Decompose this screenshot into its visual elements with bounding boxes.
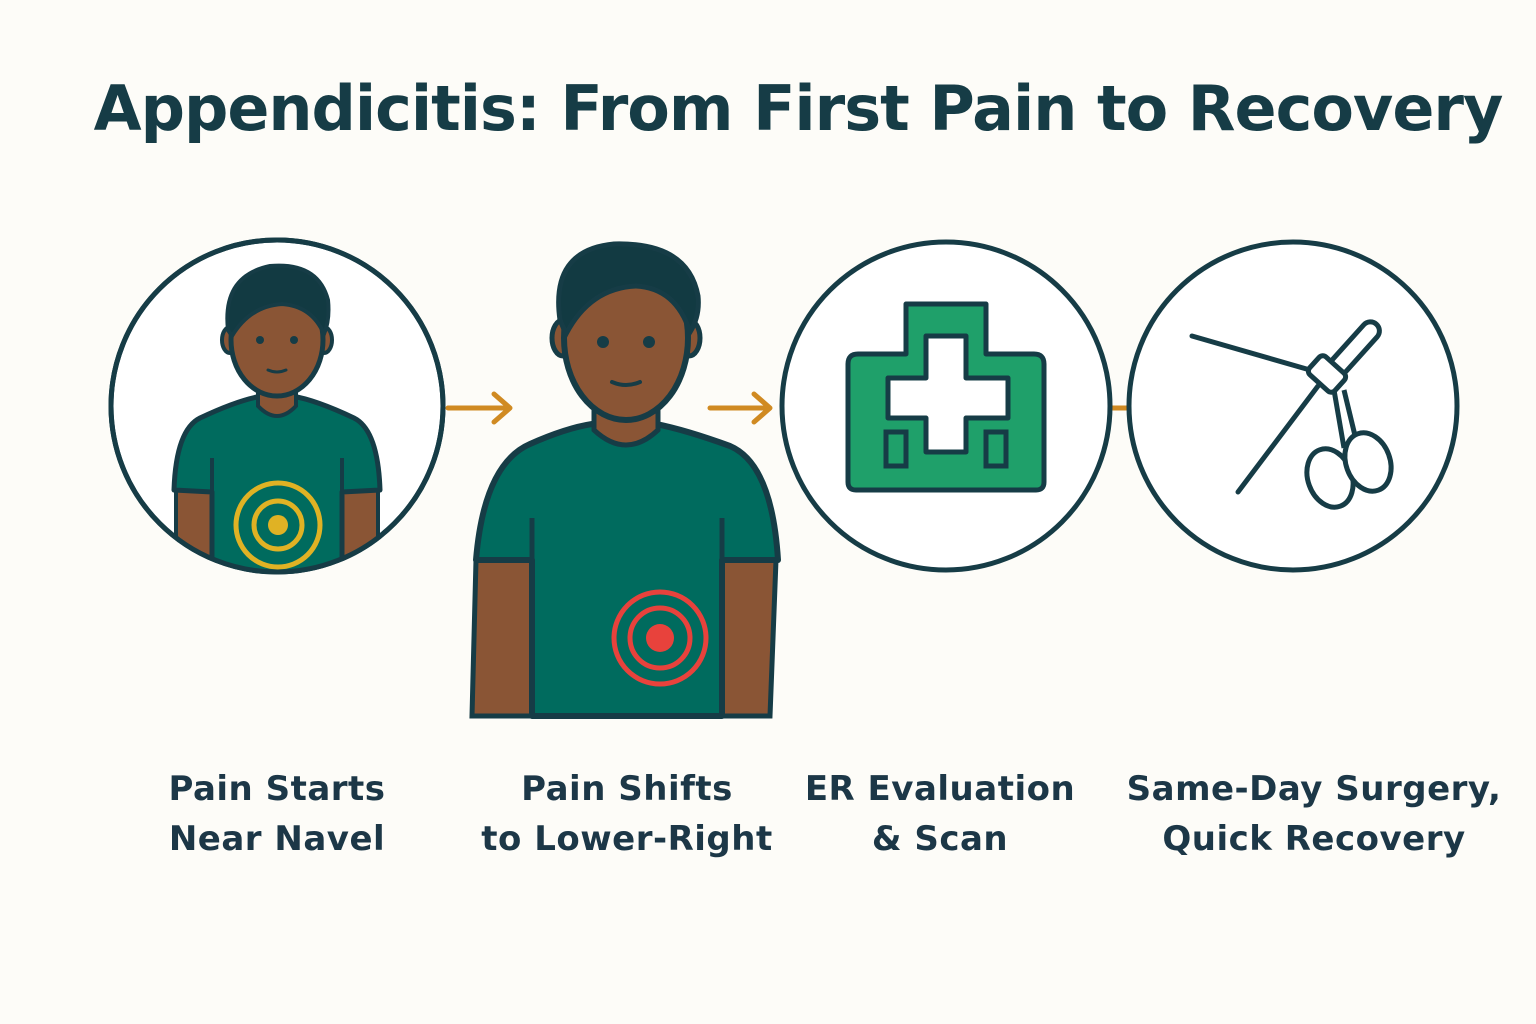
step-label-line: to Lower-Right bbox=[481, 819, 773, 859]
person-pain-navel-icon bbox=[108, 237, 446, 575]
step-label-line: Same-Day Surgery, bbox=[1126, 769, 1502, 809]
step-label-line: Pain Starts bbox=[168, 769, 386, 809]
arrow-icon bbox=[445, 391, 513, 425]
step-label-line: & Scan bbox=[871, 819, 1009, 859]
page-title: Appendicitis: From First Pain to Recover… bbox=[93, 72, 1504, 145]
step-label: Same-Day Surgery, Quick Recovery bbox=[1114, 764, 1514, 864]
step-label: Pain Starts Near Navel bbox=[127, 764, 427, 864]
step-label-line: ER Evaluation bbox=[804, 769, 1076, 809]
step-label-line: Pain Shifts bbox=[521, 769, 733, 809]
step-label: ER Evaluation & Scan bbox=[795, 764, 1085, 864]
step-label: Pain Shifts to Lower-Right bbox=[467, 764, 787, 864]
hospital-icon bbox=[779, 239, 1113, 573]
step-label-line: Near Navel bbox=[168, 819, 386, 859]
person-pain-lower-right-icon bbox=[469, 241, 781, 719]
surgical-instruments-icon bbox=[1126, 239, 1460, 573]
arrow-icon bbox=[707, 391, 773, 425]
step-label-line: Quick Recovery bbox=[1162, 819, 1466, 859]
